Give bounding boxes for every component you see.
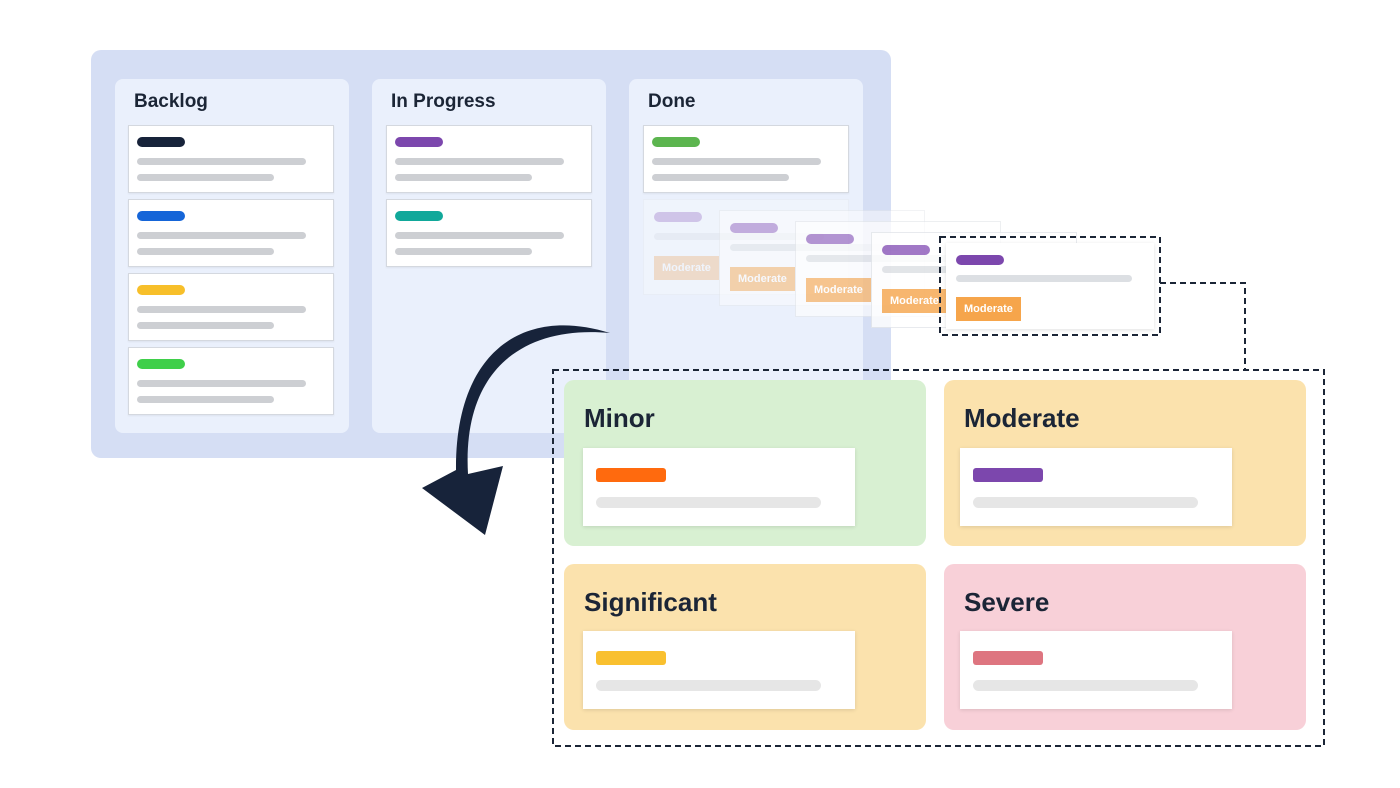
- card-text-placeholder: [137, 306, 306, 313]
- card-tag: [956, 255, 1004, 265]
- card-text-placeholder: [137, 396, 274, 403]
- severity-badge: Moderate: [882, 289, 947, 313]
- column-title-done: Done: [648, 91, 696, 112]
- quadrant-title: Severe: [964, 587, 1050, 617]
- severity-card[interactable]: [583, 448, 855, 526]
- card-tag: [596, 468, 666, 482]
- card-text-placeholder: [654, 233, 824, 240]
- task-card[interactable]: [128, 347, 334, 415]
- column-title-backlog: Backlog: [134, 91, 208, 112]
- dragged-card[interactable]: Moderate: [946, 243, 1154, 329]
- task-card[interactable]: [643, 125, 849, 193]
- card-tag: [137, 137, 185, 147]
- quadrant-moderate[interactable]: Moderate: [944, 380, 1306, 546]
- card-text-placeholder: [395, 158, 564, 165]
- card-text-placeholder: [956, 275, 1132, 282]
- card-text-placeholder: [137, 322, 274, 329]
- card-tag: [596, 651, 666, 665]
- card-text-placeholder: [973, 680, 1198, 691]
- card-text-placeholder: [137, 232, 306, 239]
- connector-line: [1160, 282, 1246, 370]
- severity-badge: Moderate: [730, 267, 795, 291]
- card-tag: [137, 211, 185, 221]
- severity-card[interactable]: [583, 631, 855, 709]
- severity-badge: Moderate: [654, 256, 719, 280]
- column-title-in-progress: In Progress: [391, 91, 496, 112]
- card-text-placeholder: [596, 680, 821, 691]
- card-text-placeholder: [137, 248, 274, 255]
- card-tag: [806, 234, 854, 244]
- card-tag: [730, 223, 778, 233]
- quadrant-title: Minor: [584, 403, 655, 433]
- card-text-placeholder: [973, 497, 1198, 508]
- card-text-placeholder: [137, 174, 274, 181]
- severity-badge: Moderate: [956, 297, 1021, 321]
- card-text-placeholder: [137, 158, 306, 165]
- task-card[interactable]: [128, 125, 334, 193]
- quadrant-title: Significant: [584, 587, 717, 617]
- task-card[interactable]: [386, 125, 592, 193]
- card-tag: [652, 137, 700, 147]
- card-tag: [137, 359, 185, 369]
- card-text-placeholder: [652, 158, 821, 165]
- severity-matrix-outline: [552, 369, 1325, 747]
- severity-badge: Moderate: [806, 278, 871, 302]
- severity-card[interactable]: [960, 448, 1232, 526]
- quadrant-title: Moderate: [964, 403, 1080, 433]
- card-tag: [137, 285, 185, 295]
- card-text-placeholder: [395, 248, 532, 255]
- quadrant-significant[interactable]: Significant: [564, 564, 926, 730]
- card-text-placeholder: [596, 497, 821, 508]
- quadrant-severe[interactable]: Severe: [944, 564, 1306, 730]
- task-card[interactable]: [128, 273, 334, 341]
- card-text-placeholder: [652, 174, 789, 181]
- quadrant-minor[interactable]: Minor: [564, 380, 926, 546]
- card-tag: [973, 468, 1043, 482]
- card-text-placeholder: [395, 174, 532, 181]
- card-tag: [395, 211, 443, 221]
- card-tag: [654, 212, 702, 222]
- card-tag: [973, 651, 1043, 665]
- curved-arrow-icon: [422, 325, 610, 535]
- dragged-card-highlight: [939, 236, 1161, 336]
- severity-card[interactable]: [960, 631, 1232, 709]
- card-text-placeholder: [137, 380, 306, 387]
- task-card[interactable]: [128, 199, 334, 267]
- task-card[interactable]: [386, 199, 592, 267]
- card-tag: [882, 245, 930, 255]
- card-tag: [395, 137, 443, 147]
- card-text-placeholder: [395, 232, 564, 239]
